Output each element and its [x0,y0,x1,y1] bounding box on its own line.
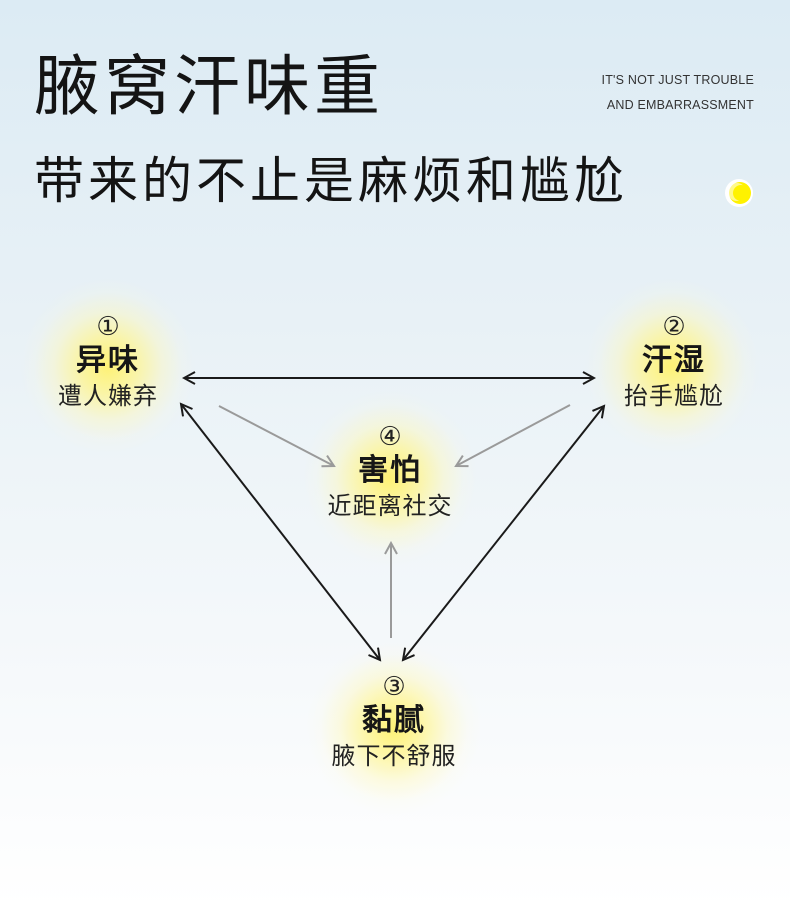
english-caption-line-1: IT'S NOT JUST TROUBLE [601,73,754,87]
node-title: 黏腻 [362,703,426,738]
node-sweat: ② 汗湿 抬手尴尬 [604,312,744,412]
page-subtitle: 带来的不止是麻烦和尴尬 [34,152,628,210]
node-description: 腋下不舒服 [331,742,457,770]
english-caption-line-2: AND EMBARRASSMENT [606,98,754,112]
english-caption: IT'S NOT JUST TROUBLE AND EMBARRASSMENT [602,68,754,118]
node-number: ② [662,312,686,342]
node-title: 害怕 [358,453,422,488]
node-description: 遭人嫌弃 [58,382,158,410]
node-title: 异味 [76,343,140,378]
arrow-sweat-sticky [403,406,604,660]
yellow-dot-icon [725,179,753,207]
arrow-odor-fear [218,405,334,466]
glow-odor [8,266,208,466]
page-title: 腋窝汗味重 [34,48,384,125]
arrow-odor-sticky [181,404,380,660]
arrow-sweat-fear [456,404,571,466]
node-number: ④ [378,422,402,452]
node-number: ① [96,312,120,342]
node-odor: ① 异味 遭人嫌弃 [38,312,178,412]
glow-sweat [572,266,772,466]
node-description: 抬手尴尬 [624,382,724,410]
node-fear: ④ 害怕 近距离社交 [300,422,480,522]
node-sticky: ③ 黏腻 腋下不舒服 [304,672,484,772]
node-number: ③ [382,672,406,702]
node-title: 汗湿 [642,343,706,378]
node-description: 近距离社交 [327,492,453,520]
